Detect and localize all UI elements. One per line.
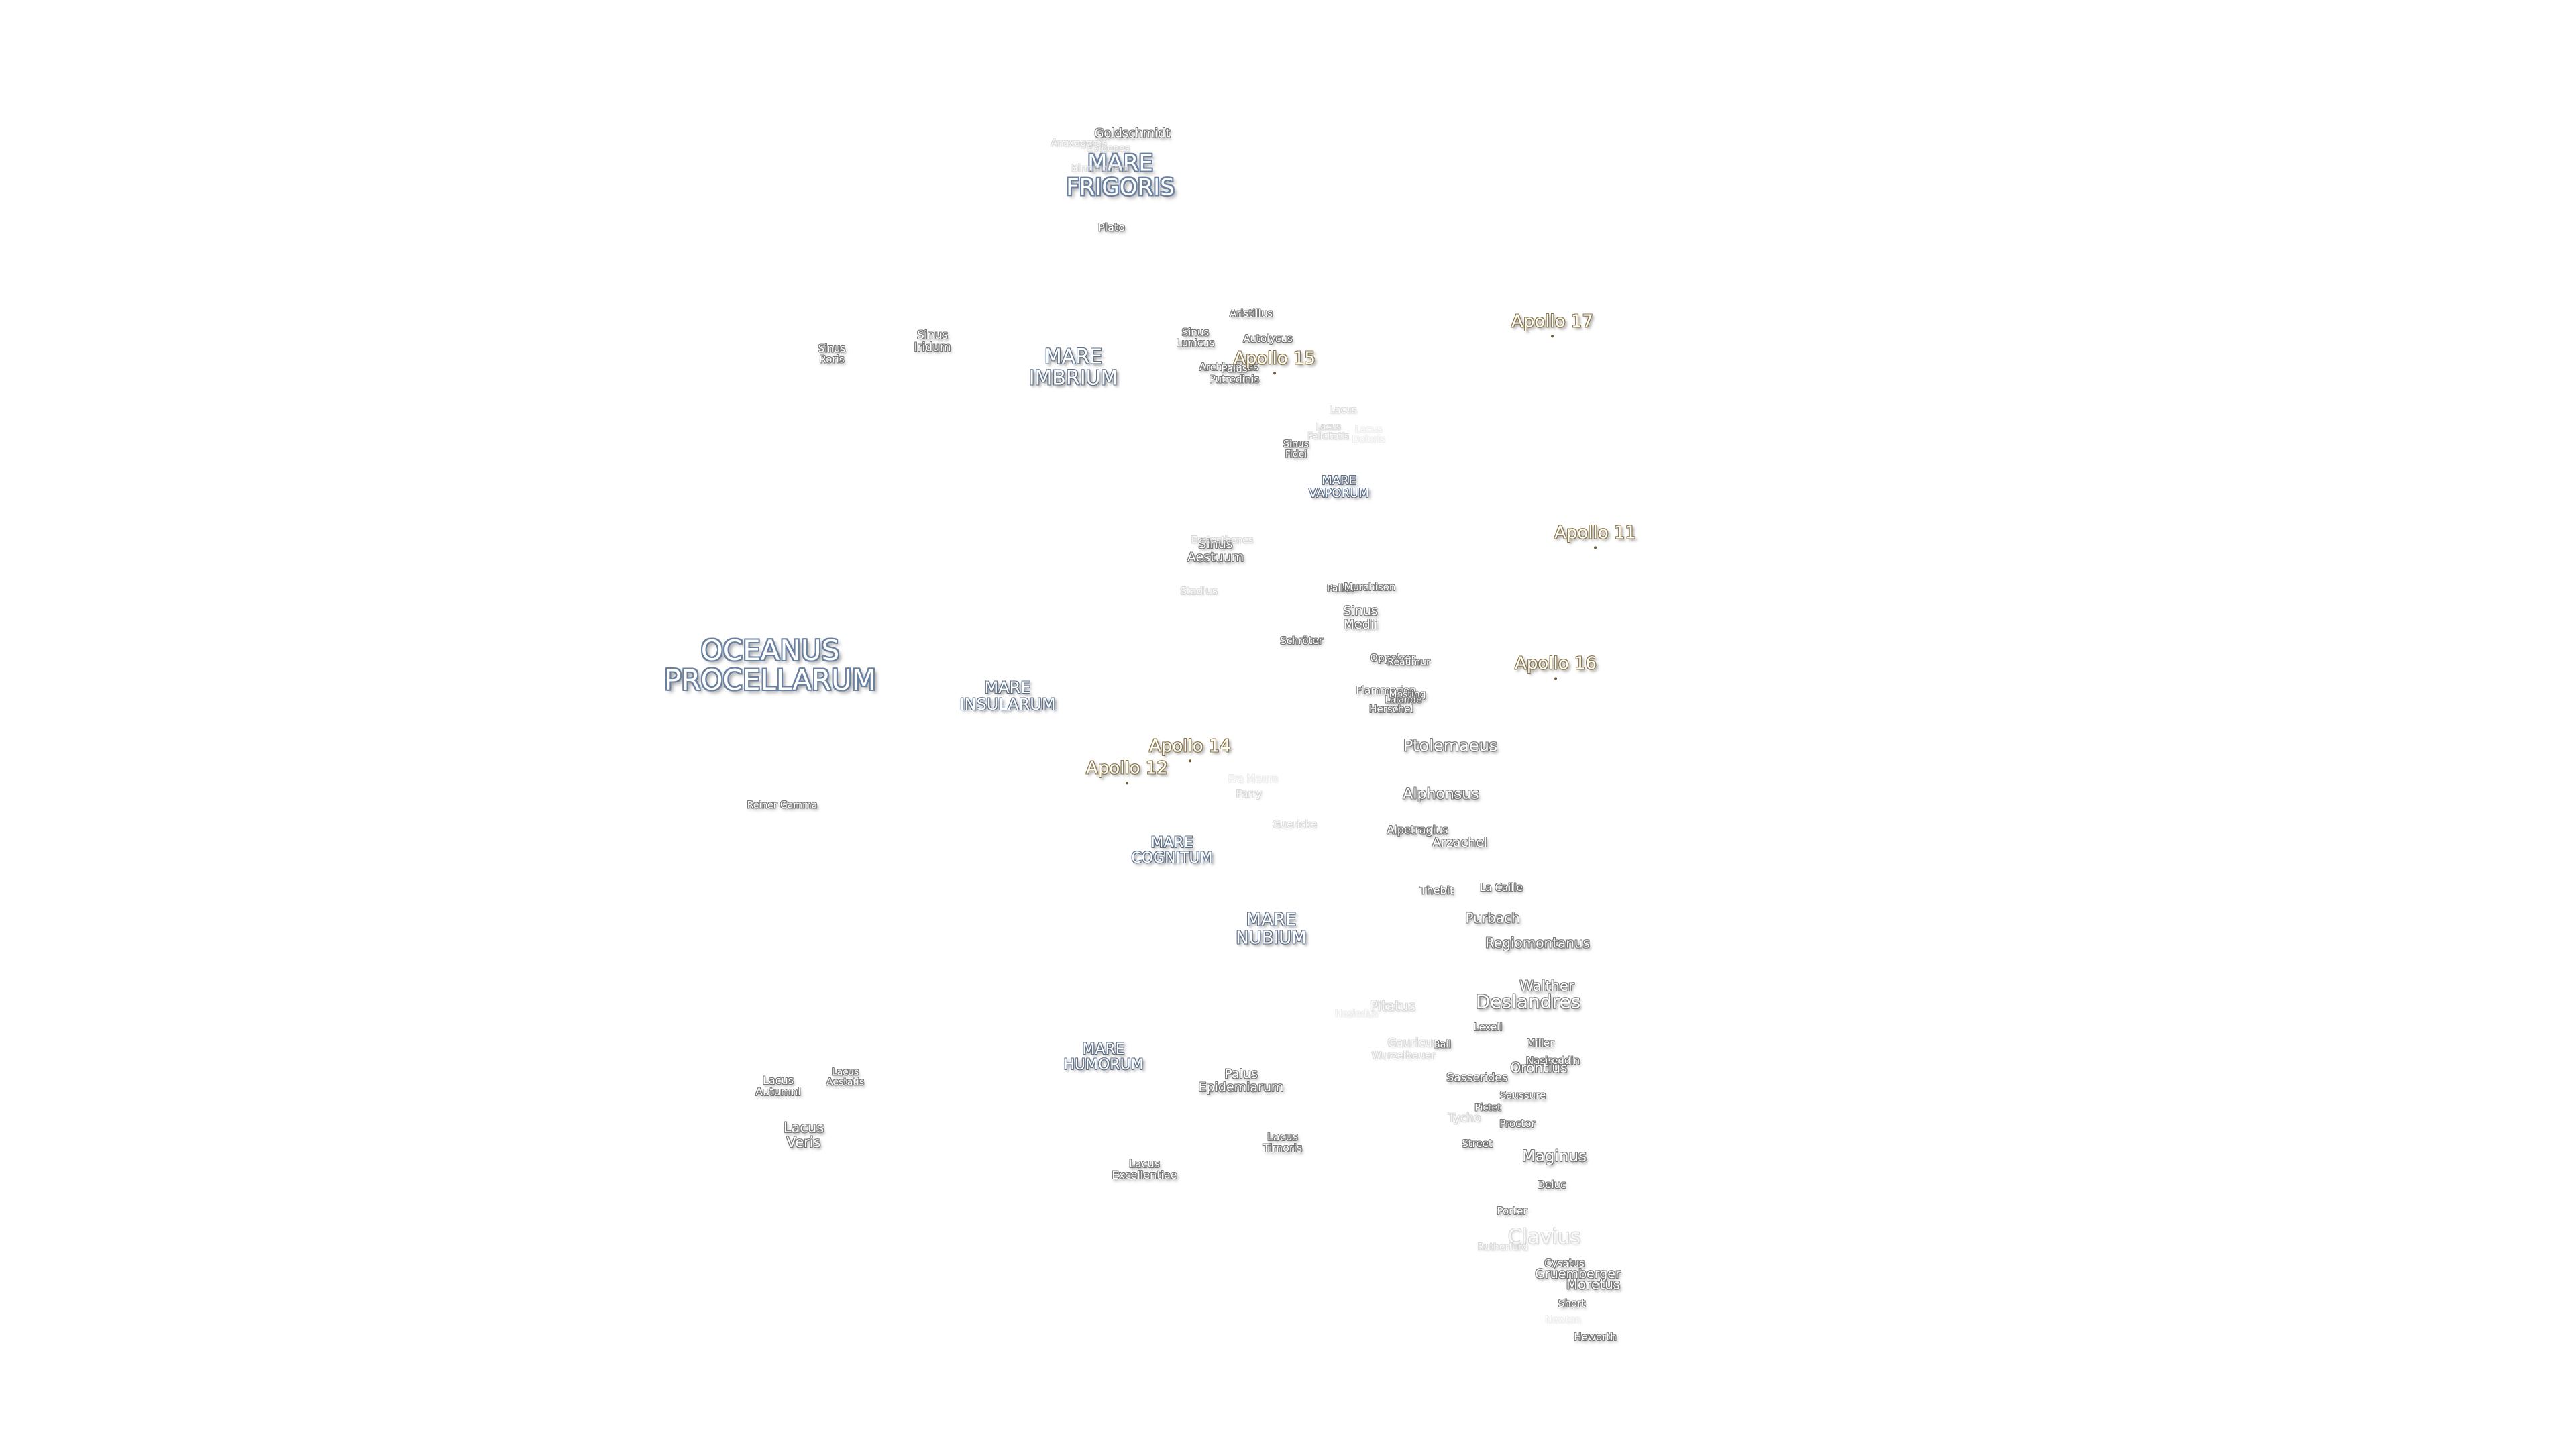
crater-label-porter: Porter	[1497, 1205, 1527, 1218]
crater-label-sinus-aestuum: Sinus Aestuum	[1187, 537, 1244, 565]
crater-label-purbach: Purbach	[1465, 910, 1520, 926]
crater-label-mosting: Mösting	[1389, 689, 1426, 700]
crater-label-goldschmidt: Goldschmidt	[1094, 126, 1171, 141]
mare-label-mare-humorum: MARE HUMORUM	[1063, 1040, 1144, 1073]
crater-label-flammarion: Flammarion	[1356, 684, 1416, 697]
crater-label-sinus-iridum: Sinus Iridum	[914, 329, 951, 354]
crater-label-lacus-doloris: Lacus Doloris	[1352, 424, 1385, 445]
crater-label-sasserides: Sasserides	[1446, 1071, 1508, 1085]
crater-label-lacus-excellentiae: Lacus Excellentiae	[1112, 1157, 1177, 1181]
landing-site-marker-icon	[1189, 759, 1191, 763]
crater-label-gauricus: Gauricus	[1387, 1036, 1438, 1051]
landing-site-marker-icon	[1594, 546, 1597, 549]
crater-label-lacus-autumni: Lacus Autumni	[755, 1074, 801, 1098]
mare-label-oceanus-procellarum: OCEANUS PROCELLARUM	[663, 633, 877, 696]
crater-label-lexell: Lexell	[1473, 1021, 1503, 1034]
landing-site-apollo-17: Apollo 17	[1511, 313, 1593, 338]
crater-label-short: Short	[1558, 1297, 1586, 1310]
landing-site-apollo-12: Apollo 12	[1086, 759, 1168, 785]
crater-label-reaumur: Réaumur	[1387, 657, 1430, 668]
landing-site-marker-icon	[1551, 335, 1554, 338]
crater-label-oppolzer: Oppolzer	[1370, 652, 1415, 665]
crater-label-lacus-veris: Lacus Veris	[783, 1119, 824, 1150]
crater-label-reiner-gamma: Reiner Gamma	[747, 800, 818, 811]
crater-label-ball: Ball	[1434, 1039, 1451, 1051]
crater-label-palus-epidemiarum: Palus Epidemiarum	[1198, 1067, 1284, 1095]
crater-label-guericke: Guericke	[1272, 818, 1318, 831]
crater-label-cysatus: Cysatus	[1544, 1257, 1585, 1270]
crater-label-plato: Plato	[1098, 221, 1125, 234]
mare-label-mare-insularum: MARE INSULARUM	[959, 678, 1056, 714]
crater-label-walther: Walther	[1519, 977, 1574, 994]
landing-site-marker-icon	[1554, 677, 1557, 680]
mare-label-mare-nubium: MARE NUBIUM	[1236, 910, 1307, 949]
crater-label-parry: Parry	[1236, 788, 1263, 800]
crater-label-arzachel: Arzachel	[1432, 835, 1487, 851]
crater-label-pictet: Pictet	[1474, 1102, 1501, 1114]
crater-label-hesiodus: Hesiodus	[1335, 1008, 1378, 1020]
landing-site-marker-icon	[1126, 782, 1128, 785]
crater-label-clavius: Clavius	[1507, 1225, 1581, 1249]
crater-label-sinus-roris: Sinus Roris	[818, 342, 846, 365]
crater-label-palus-putredinis: Palus Putredinis	[1209, 362, 1260, 385]
mare-label-mare-imbrium: MARE IMBRIUM	[1028, 345, 1118, 390]
crater-label-lacus: Lacus	[1329, 405, 1357, 416]
crater-label-archimedes: Archimedes	[1199, 361, 1259, 374]
crater-label-deluc: Deluc	[1537, 1179, 1566, 1191]
mare-label-mare-vaporum: MARE VAPORUM	[1309, 474, 1369, 500]
crater-label-wurzelbauer: Wurzelbauer	[1371, 1049, 1436, 1062]
crater-label-schroter: Schröter	[1280, 635, 1323, 647]
crater-label-autolycus: Autolycus	[1243, 333, 1293, 345]
crater-label-sinus-fidei: Sinus Fidei	[1283, 439, 1309, 460]
crater-label-birmingham: Birmingham	[1071, 163, 1129, 174]
landing-site-apollo-16: Apollo 16	[1515, 655, 1597, 680]
crater-label-lacus-felicitatis: Lacus Felicitatis	[1307, 422, 1349, 441]
crater-label-tycho: Tycho	[1448, 1112, 1481, 1126]
crater-label-sinus-medii: Sinus Medii	[1343, 604, 1378, 632]
landing-site-apollo-14: Apollo 14	[1149, 737, 1231, 763]
crater-label-lalande: Lalande	[1385, 694, 1422, 706]
crater-label-moretus: Moretus	[1566, 1276, 1621, 1293]
crater-label-sinus-lunicus: Sinus Lunicus	[1176, 326, 1215, 349]
crater-label-orontius: Orontius	[1510, 1059, 1568, 1076]
crater-label-lacus-timoris: Lacus Timoris	[1263, 1130, 1303, 1155]
crater-label-aristillus: Aristillus	[1229, 307, 1273, 320]
crater-label-murchison: Murchison	[1344, 581, 1396, 594]
crater-label-nasireddin: Nasireddin	[1525, 1055, 1580, 1067]
crater-label-alphonsus: Alphonsus	[1403, 786, 1479, 803]
crater-label-proctor: Proctor	[1499, 1118, 1536, 1130]
landing-site-apollo-15: Apollo 15	[1234, 350, 1316, 375]
crater-label-epigenes: Epigenes	[1087, 143, 1130, 154]
crater-label-alpetragius: Alpetragius	[1387, 823, 1448, 837]
crater-label-la-caille: La Caille	[1480, 881, 1523, 894]
crater-label-anaxagoras: Anaxagoras	[1051, 138, 1107, 149]
mare-label-mare-frigoris: MARE FRIGORIS	[1066, 150, 1175, 201]
crater-label-rutherfurd: Rutherfurd	[1477, 1242, 1528, 1253]
crater-label-eratosthenes: Eratosthenes	[1191, 535, 1254, 546]
crater-label-street: Street	[1462, 1138, 1493, 1150]
crater-label-regiomontanus: Regiomontanus	[1485, 934, 1591, 951]
crater-label-fra-mauro: Fra Mauro	[1228, 773, 1279, 786]
crater-label-pallas: Pallas	[1326, 583, 1354, 594]
landing-site-apollo-11: Apollo 11	[1554, 524, 1636, 549]
crater-label-saussure: Saussure	[1499, 1089, 1546, 1102]
mare-label-mare-cognitum: MARE COGNITUM	[1131, 834, 1213, 867]
crater-label-stadius: Stadius	[1180, 585, 1218, 598]
crater-label-gruemberger: Gruemberger	[1535, 1267, 1621, 1282]
landing-site-marker-icon	[1273, 372, 1276, 375]
crater-label-herschel: Herschel	[1369, 703, 1413, 716]
crater-label-newton: Newton	[1545, 1314, 1581, 1326]
crater-label-miller: Miller	[1526, 1037, 1554, 1050]
crater-label-pitatus: Pitatus	[1369, 998, 1416, 1014]
crater-label-ptolemaeus: Ptolemaeus	[1403, 736, 1498, 755]
crater-label-maginus: Maginus	[1521, 1147, 1587, 1165]
crater-label-lacus-aestatis: Lacus Aestatis	[826, 1067, 864, 1087]
crater-label-deslandres: Deslandres	[1475, 990, 1581, 1013]
crater-label-thebit: Thebit	[1419, 883, 1454, 897]
crater-label-heworth: Heworth	[1574, 1331, 1617, 1344]
